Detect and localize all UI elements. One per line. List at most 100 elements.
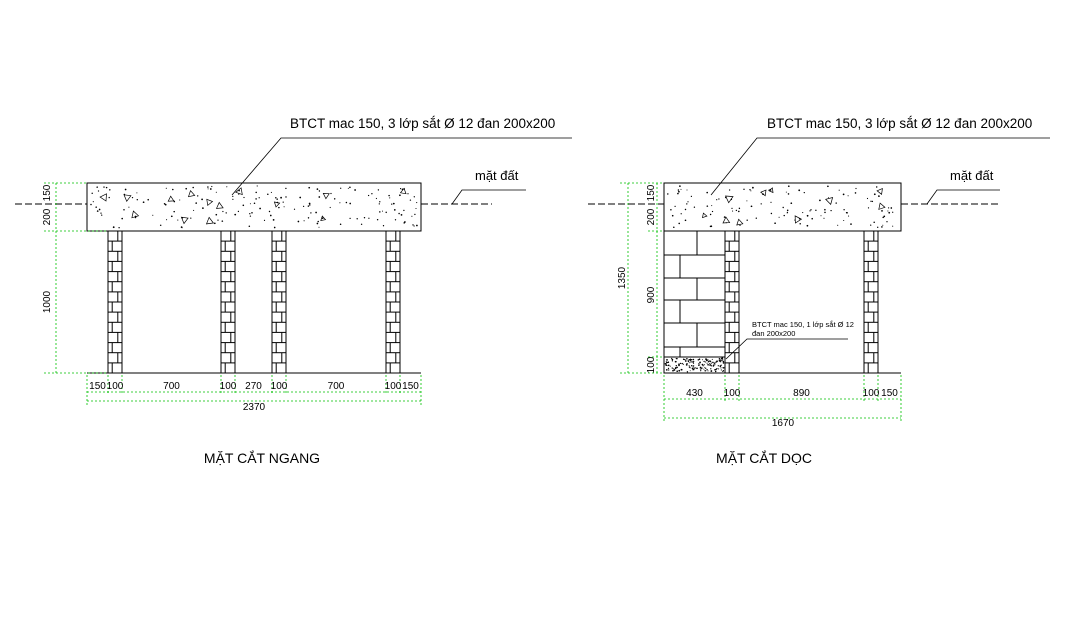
aggregate-dot [769,189,772,191]
dim-label-column-height: 1000 [42,290,53,313]
stipple-dot [714,369,716,371]
stipple-dot [692,358,695,361]
aggregate-dot [209,188,212,190]
aggregate-dot [270,191,272,193]
stipple-dot [697,359,700,361]
stipple-dot [676,370,679,373]
ground-label-leader [926,189,1000,205]
stipple-dot [671,358,674,361]
aggregate-dot [118,227,120,229]
dim-label-slab-above-ground: 150 [646,184,657,201]
aggregate-dot [285,196,287,198]
aggregate-dot [170,215,173,218]
aggregate-dot [345,201,348,204]
aggregate-dot [677,192,679,195]
stipple-dot [710,365,713,367]
stipple-dot [720,366,721,368]
stipple-dot [689,362,691,364]
aggregate-dot [142,201,145,204]
aggregate-dot [881,226,883,228]
aggregate-dot [211,185,213,188]
aggregate-dot [259,207,261,210]
aggregate-dot [123,208,125,211]
aggregate-dot [824,211,826,214]
stipple-dot [722,362,725,364]
aggregate-dot [866,197,869,200]
aggregate-dot [739,224,741,227]
aggregate-dot [136,192,138,194]
stipple-dot [702,365,704,367]
dim-label-footing-height: 100 [646,356,657,373]
aggregate-dot [855,187,857,190]
aggregate-dot [282,201,284,203]
aggregate-dot [835,202,837,204]
aggregate-dot [152,214,154,216]
ground-label: mặt đất [475,168,519,183]
aggregate-dot [782,206,784,209]
aggregate-dot [837,224,839,226]
aggregate-dot [105,186,108,189]
stipple-dot [667,367,670,370]
slab-note: BTCT mac 150, 3 lớp sắt Ø 12 đan 200x200 [767,116,1032,131]
aggregate-dot [755,217,757,219]
aggregate-dot [253,202,256,205]
aggregate-dot [136,198,139,201]
stipple-dot [676,357,678,360]
aggregate-dot [309,204,311,206]
aggregate-mark [702,212,708,219]
aggregate-dot [820,215,822,217]
aggregate-dot [255,191,257,194]
aggregate-dot [416,224,418,227]
aggregate-dot [887,210,889,212]
aggregate-dot [786,209,789,212]
aggregate-dot [159,224,162,227]
aggregate-dot [725,222,727,224]
aggregate-dot [888,211,891,214]
stipple-dot [688,358,691,361]
aggregate-dot [217,219,219,221]
aggregate-dot [819,199,821,202]
aggregate-dot [838,189,840,191]
aggregate-dot [232,195,234,198]
aggregate-dot [687,201,689,203]
aggregate-dot [746,200,748,202]
aggregate-dot [347,187,349,189]
aggregate-dot [267,193,269,195]
aggregate-dot [877,226,879,228]
aggregate-dot [192,186,194,189]
aggregate-dot [222,210,224,213]
aggregate-dot [368,217,370,219]
aggregate-mark [123,194,132,203]
stipple-dot [696,367,698,370]
stipple-dot [704,366,706,368]
aggregate-dot [768,189,770,191]
aggregate-dot [173,200,176,203]
stipple-dot [689,370,691,372]
stipple-dot [703,360,705,362]
aggregate-dot [349,217,351,220]
aggregate-dot [318,226,320,228]
stipple-dot [705,367,707,369]
aggregate-dot [404,221,406,223]
aggregate-dot [778,216,780,218]
aggregate-dot [770,212,773,215]
aggregate-dot [667,193,669,195]
aggregate-dot [221,220,224,222]
aggregate-dot [709,225,712,228]
stipple-dot [674,366,677,369]
aggregate-dot [108,196,110,199]
aggregate-dot [201,198,203,201]
aggregate-mark [187,190,196,198]
aggregate-dot [848,215,850,217]
stipple-dot [709,364,712,366]
cross-section-longitudinal: mặt đất BTCT mac 150, 3 lớp sắt Ø 12 đan… [588,116,1050,466]
aggregate-dot [308,202,311,205]
dim-label: 270 [245,381,262,392]
aggregate-dot [207,186,209,188]
stipple-dot [720,364,722,366]
stipple-dot [704,361,706,363]
aggregate-dot [393,209,396,211]
stipple-dot [710,368,712,370]
aggregate-dot [750,205,753,208]
